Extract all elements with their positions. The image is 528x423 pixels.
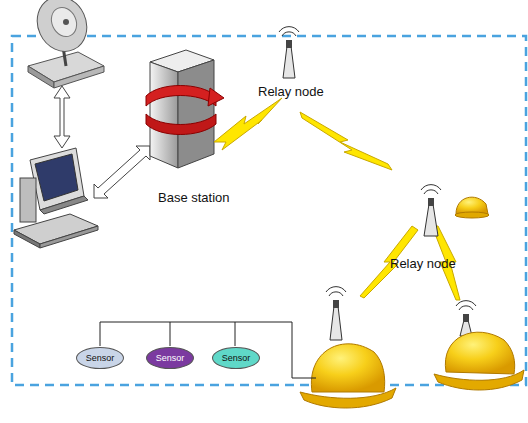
data-link-arrow	[94, 146, 150, 198]
computer	[14, 148, 98, 248]
hard-hat	[300, 197, 524, 408]
device-label: Base station	[158, 190, 230, 205]
satellite-dish	[28, 0, 104, 88]
data-link-arrow	[54, 86, 70, 148]
network-boundary	[12, 36, 526, 385]
sensor-node: Sensor	[76, 347, 124, 369]
sensor-node: Sensor	[146, 347, 194, 369]
base-station-server	[146, 50, 224, 168]
helmet-antenna	[326, 287, 476, 340]
sensor-node: Sensor	[212, 347, 260, 369]
relay-antenna	[279, 27, 441, 236]
sensor-wire	[100, 322, 316, 378]
wireless-link	[214, 98, 460, 300]
device-label: Relay node	[390, 256, 456, 271]
sensor-label: Sensor	[222, 353, 251, 363]
sensor-label: Sensor	[156, 353, 185, 363]
sensor-label: Sensor	[86, 353, 115, 363]
device-label: Relay node	[258, 84, 324, 99]
